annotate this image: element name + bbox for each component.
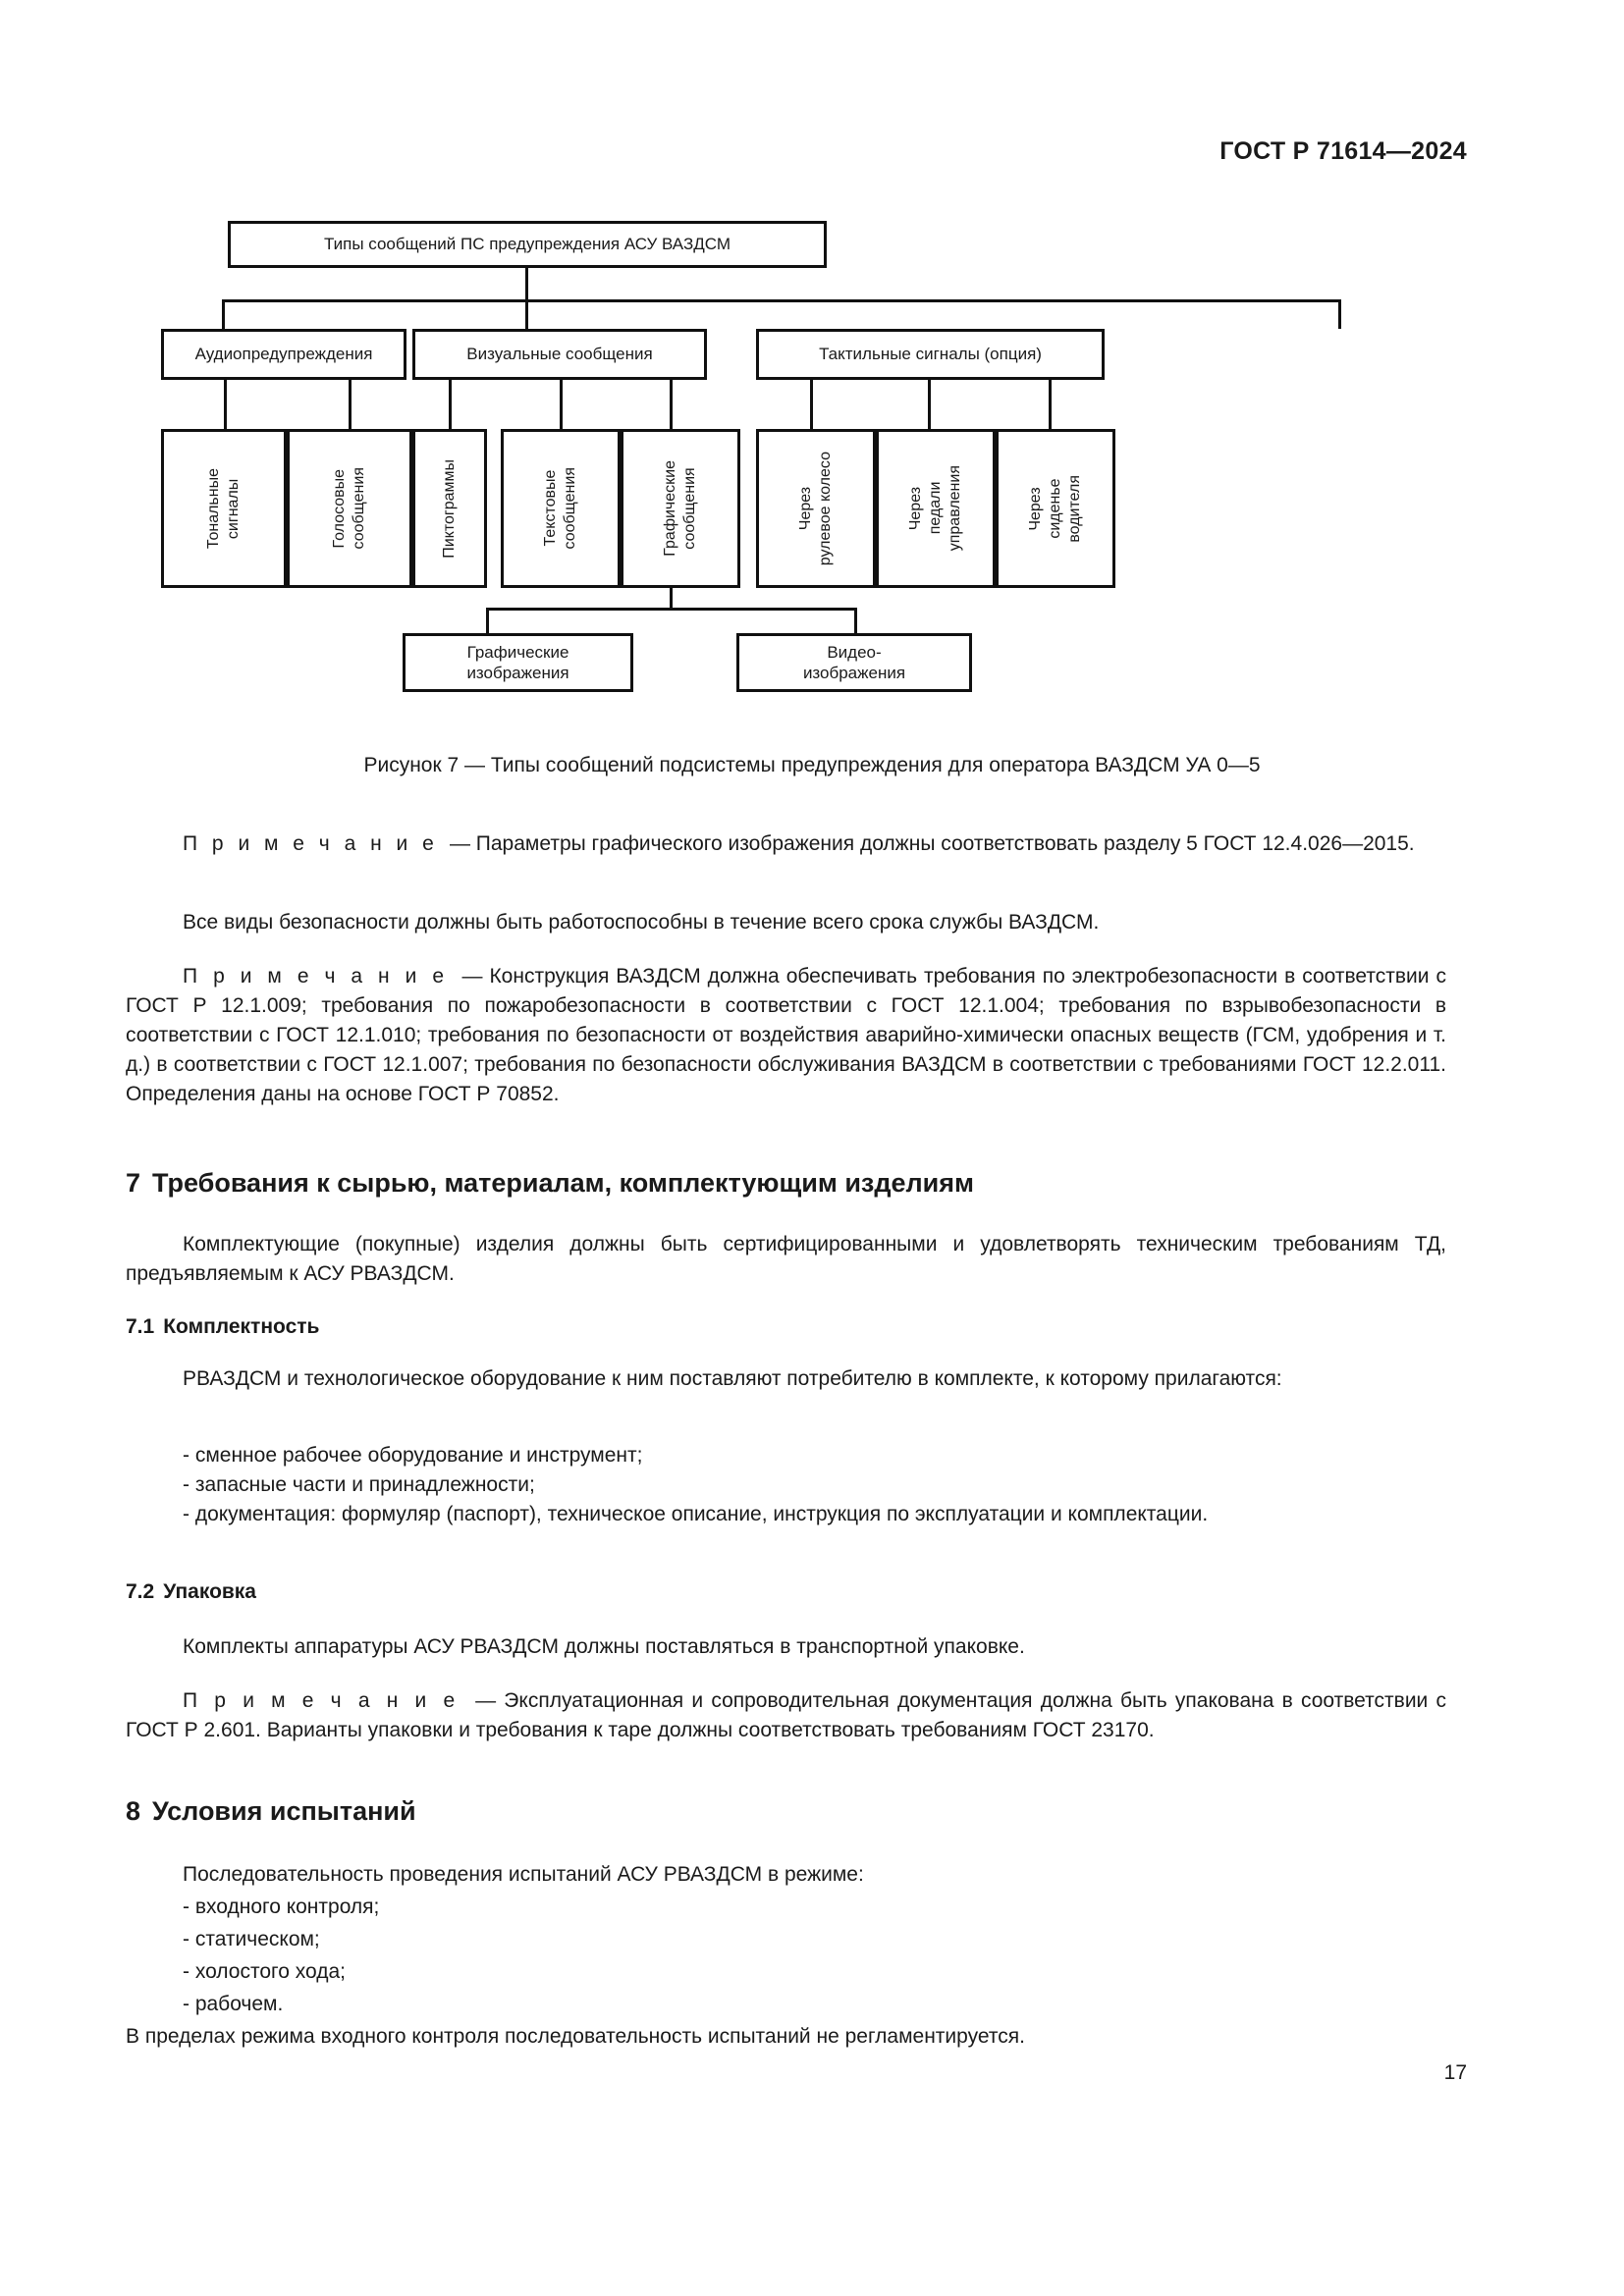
diagram-node-root: Типы сообщений ПС предупреждения АСУ ВАЗ… (228, 221, 827, 268)
paragraph-safety-text: Все виды безопасности должны быть работо… (183, 911, 1100, 934)
note-1-text: — Параметры графического изображения дол… (449, 832, 1415, 855)
list-item-8-1-text: - входного контроля; (183, 1896, 380, 1918)
connector-root-stem (525, 268, 528, 299)
section-7-1-title: Комплектность (163, 1315, 320, 1338)
page-header-standard-number: ГОСТ Р 71614—2024 (1219, 137, 1467, 165)
section-7-heading: 7 Требования к сырью, материалам, комплек… (126, 1168, 1446, 1199)
diagram-node-audio-warnings: Аудиопредупреждения (161, 329, 406, 380)
section-7-2-title: Упаковка (163, 1580, 256, 1603)
diagram-node-video-images: Видео- изображения (736, 633, 972, 692)
diagram-node-via-driver-seat: Через сиденье водителя (996, 429, 1115, 588)
connector-level4-bus (486, 608, 857, 611)
section-7-title: Требования к сырью, материалам, комплект… (152, 1168, 974, 1198)
list-item-8-2-text: - статическом; (183, 1928, 320, 1950)
section-8-paragraph-text: Последовательность проведения испытаний … (183, 1863, 864, 1886)
section-7-paragraph-text: Комплектующие (покупные) изделия должны … (126, 1233, 1446, 1286)
list-item-7-1-3: - документация: формуляр (паспорт), техн… (126, 1500, 1446, 1529)
list-item-8-3: - холостого хода; (126, 1957, 1446, 1987)
section-8-number: 8 (126, 1796, 141, 1826)
list-item-7-1-1: - сменное рабочее оборудование и инструм… (126, 1441, 1446, 1470)
note-2: П р и м е ч а н и е — Конструкция ВАЗДСМ… (126, 962, 1446, 1109)
diagram-node-video-images-label: Видео- изображения (802, 642, 906, 682)
list-item-7-1-2-text: - запасные части и принадлежности; (183, 1473, 535, 1496)
diagram-node-graphic-messages-label: Графические сообщения (662, 460, 698, 557)
diagram-node-voice-messages: Голосовые сообщения (287, 429, 412, 588)
section-7-2-paragraph: Комплекты аппаратуры АСУ РВАЗДСМ должны … (126, 1632, 1446, 1662)
diagram-node-root-label: Типы сообщений ПС предупреждения АСУ ВАЗ… (324, 235, 731, 254)
section-7-2-number: 7.2 (126, 1580, 155, 1603)
section-7-2-heading: 7.2 Упаковка (126, 1580, 1446, 1604)
list-item-8-3-text: - холостого хода; (183, 1960, 347, 1983)
diagram-node-audio-warnings-label: Аудиопредупреждения (194, 345, 373, 364)
connector-level4-drop-1 (486, 608, 489, 633)
list-item-7-1-1-text: - сменное рабочее оборудование и инструм… (183, 1444, 643, 1467)
diagram-node-voice-messages-label: Голосовые сообщения (331, 467, 367, 550)
connector-level2-drop-1 (222, 299, 225, 329)
diagram-node-via-driver-seat-label: Через сиденье водителя (1027, 474, 1083, 543)
connector-tactile-child-2 (928, 380, 931, 429)
section-8-heading: 8 Условия испытаний (126, 1796, 1446, 1827)
diagram-node-visual-messages-label: Визуальные сообщения (466, 345, 653, 364)
note-1-label: П р и м е ч а н и е (183, 832, 439, 855)
diagram-node-pictograms-label: Пиктограммы (441, 458, 458, 559)
section-7-1-paragraph-text: РВАЗДСМ и технологическое оборудование к… (183, 1367, 1282, 1390)
list-item-8-2: - статическом; (126, 1925, 1446, 1954)
section-7-2-paragraph-text: Комплекты аппаратуры АСУ РВАЗДСМ должны … (183, 1635, 1025, 1658)
diagram-node-tonal-signals-label: Тональные сигналы (205, 467, 242, 550)
connector-visual-child-3 (670, 380, 673, 429)
list-item-8-4-text: - рабочем. (183, 1993, 284, 2015)
connector-audio-child-1 (224, 380, 227, 429)
connector-level2-bus (222, 299, 1341, 302)
section-8-paragraph: Последовательность проведения испытаний … (126, 1860, 1446, 1890)
diagram-node-tactile-signals: Тактильные сигналы (опция) (756, 329, 1105, 380)
diagram-node-graphic-images-label: Графические изображения (466, 642, 569, 682)
section-7-paragraph: Комплектующие (покупные) изделия должны … (126, 1230, 1446, 1289)
section-7-1-number: 7.1 (126, 1315, 155, 1338)
figure-7-caption: Рисунок 7 — Типы сообщений подсистемы пр… (363, 754, 1261, 776)
section-8-closing: В пределах режима входного контроля посл… (126, 2022, 1446, 2052)
section-7-1-heading: 7.1 Комплектность (126, 1315, 1446, 1339)
diagram-node-visual-messages: Визуальные сообщения (412, 329, 707, 380)
diagram-node-graphic-messages: Графические сообщения (621, 429, 740, 588)
page-number: 17 (1443, 2061, 1467, 2084)
diagram-node-pictograms: Пиктограммы (412, 429, 487, 588)
note-1: П р и м е ч а н и е — Параметры графичес… (126, 829, 1446, 859)
connector-tactile-child-1 (810, 380, 813, 429)
diagram-node-via-steering-wheel: Через рулевое колесо (756, 429, 876, 588)
note-2-text: — Конструкция ВАЗДСМ должна обеспечивать… (126, 965, 1446, 1106)
diagram-node-tonal-signals: Тональные сигналы (161, 429, 287, 588)
diagram-node-tactile-signals-label: Тактильные сигналы (опция) (819, 345, 1042, 364)
section-8-title: Условия испытаний (152, 1796, 416, 1826)
diagram-node-via-control-pedals-label: Через педали управления (907, 465, 963, 552)
paragraph-safety: Все виды безопасности должны быть работо… (126, 908, 1446, 937)
section-7-1-paragraph: РВАЗДСМ и технологическое оборудование к… (126, 1364, 1446, 1394)
connector-tactile-child-3 (1049, 380, 1052, 429)
section-7-number: 7 (126, 1168, 141, 1198)
section-8-closing-text: В пределах режима входного контроля посл… (126, 2025, 1025, 2048)
connector-level4-drop-2 (854, 608, 857, 633)
connector-visual-child-1 (449, 380, 452, 429)
connector-audio-child-2 (349, 380, 352, 429)
diagram-node-text-messages: Текстовые сообщения (501, 429, 621, 588)
diagram-node-via-steering-wheel-label: Через рулевое колесо (797, 451, 834, 566)
note-3-text: — Эксплуатационная и сопроводительная до… (126, 1689, 1446, 1742)
diagram-node-via-control-pedals: Через педали управления (876, 429, 996, 588)
diagram-node-text-messages-label: Текстовые сообщения (542, 467, 578, 550)
figure-7-diagram: Типы сообщений ПС предупреждения АСУ ВАЗ… (161, 221, 1394, 731)
note-2-label: П р и м е ч а н и е (183, 965, 449, 988)
list-item-8-1: - входного контроля; (126, 1893, 1446, 1922)
diagram-node-graphic-images: Графические изображения (403, 633, 633, 692)
connector-visual-child-2 (560, 380, 563, 429)
list-item-8-4: - рабочем. (126, 1990, 1446, 2019)
connector-level2-drop-3 (1338, 299, 1341, 329)
connector-level2-drop-2 (525, 299, 528, 329)
list-item-7-1-3-text: - документация: формуляр (паспорт), техн… (183, 1503, 1209, 1525)
note-3-label: П р и м е ч а н и е (183, 1689, 460, 1712)
connector-graphic-stem (670, 588, 673, 608)
note-3: П р и м е ч а н и е — Эксплуатационная и… (126, 1686, 1446, 1745)
list-item-7-1-2: - запасные части и принадлежности; (126, 1470, 1446, 1500)
